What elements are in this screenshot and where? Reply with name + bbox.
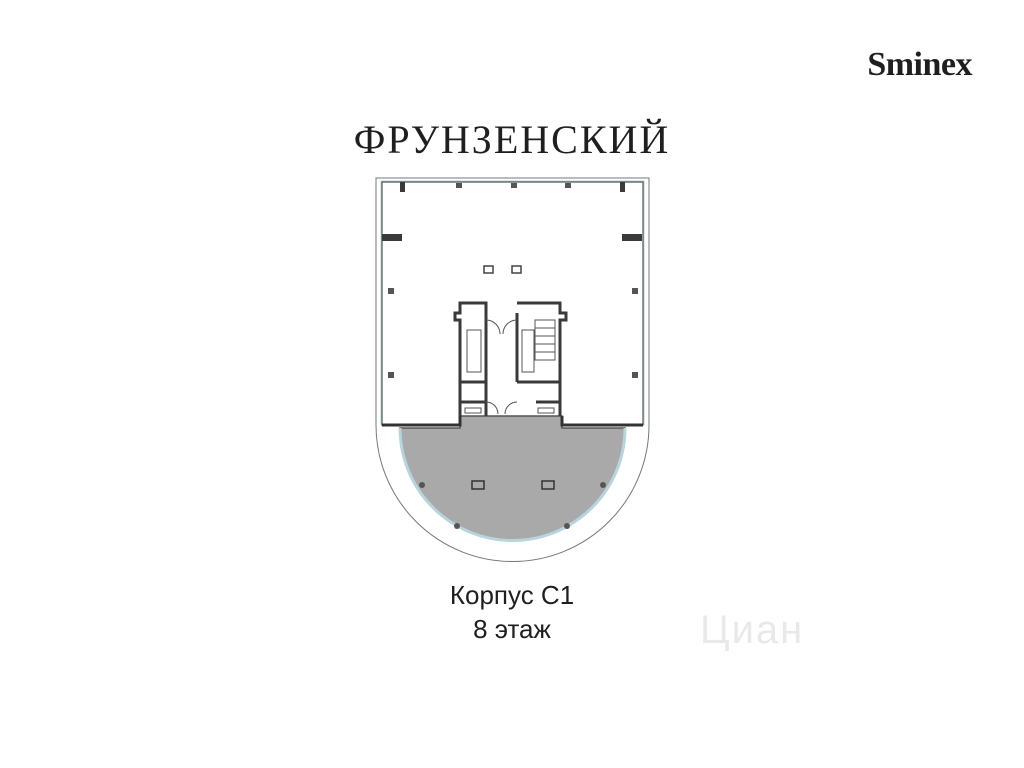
floor-label: 8 этаж	[473, 614, 551, 644]
watermark: Циан	[700, 608, 805, 652]
column	[388, 288, 394, 294]
terrace-wall	[382, 416, 643, 427]
terrace-fixture	[541, 480, 555, 490]
terrace-post	[454, 523, 460, 529]
brand-logo: Sminex	[867, 46, 972, 83]
column	[511, 265, 522, 274]
building-label: Корпус С1	[449, 580, 575, 610]
column	[511, 183, 517, 188]
wall-stub-tr	[620, 182, 625, 192]
column	[632, 288, 638, 294]
terrace-post	[564, 523, 570, 529]
column	[565, 183, 571, 188]
terrace-area	[399, 415, 626, 542]
core-details	[464, 319, 556, 415]
column	[388, 372, 394, 378]
terrace-post	[419, 482, 425, 488]
balcony-outline	[375, 177, 650, 562]
wall-stub-left	[382, 234, 402, 241]
floor-plan	[375, 177, 650, 562]
wall-stub-right	[622, 234, 642, 241]
page-title: ФРУНЗЕНСКИЙ	[353, 117, 671, 162]
office-area	[381, 181, 644, 426]
wall-stub-tl	[400, 182, 405, 192]
terrace-fixture	[471, 480, 485, 490]
terrace-post	[600, 482, 606, 488]
plan-caption: Корпус С1 8 этаж	[0, 578, 1024, 646]
terrace-glazing	[398, 427, 627, 542]
column	[632, 372, 638, 378]
column	[483, 265, 494, 274]
building-core	[453, 301, 568, 416]
column	[456, 183, 462, 188]
